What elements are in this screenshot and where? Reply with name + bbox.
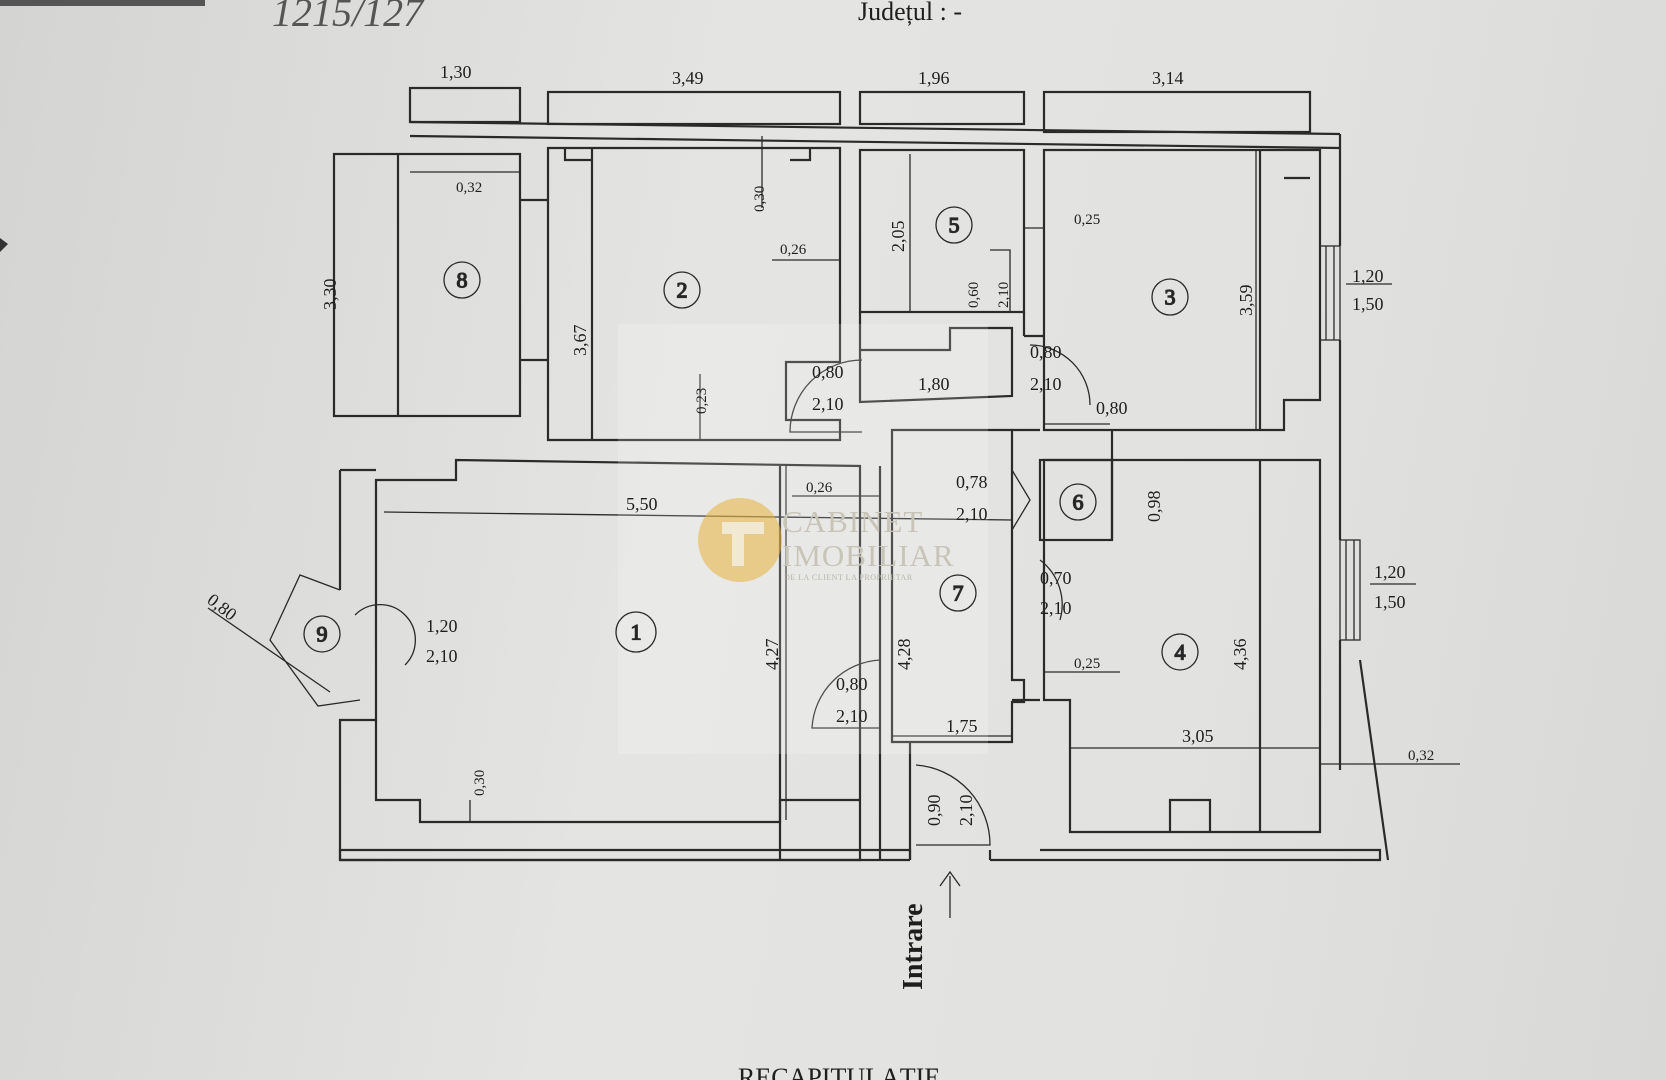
dim-main-door-h: 2,10	[956, 795, 976, 827]
dim-win4-w: 1,20	[1374, 562, 1406, 582]
dimension-labels: 1,30 3,49 1,96 3,14 3,30 0,32 3,67 0,30 …	[204, 62, 1435, 826]
watermark-brand-line2: IMOBILIAR	[782, 538, 955, 573]
watermark-panel	[618, 324, 988, 754]
header-clipped-text	[0, 0, 205, 6]
dim-r5-door-w: 0,60	[966, 282, 982, 308]
dim-door2-w: 0,80	[812, 362, 844, 382]
wall-top-8	[408, 86, 522, 124]
room-3-outline	[1042, 148, 1322, 432]
dim-door4-h: 2,10	[1040, 598, 1072, 618]
wall-long-line-1	[409, 120, 1341, 136]
room-label-7: 7	[953, 581, 964, 606]
wall-long-line-2	[409, 134, 1341, 150]
door-3-swing	[1029, 344, 1091, 406]
dim-r4-outer-wall: 0,32	[1408, 748, 1434, 764]
dim-r7-width: 1,75	[946, 716, 978, 736]
dim-r4-height: 4,36	[1230, 639, 1250, 671]
dim-r4-width: 3,05	[1182, 726, 1214, 746]
room-label-8: 8	[457, 268, 468, 293]
dim-top-5: 1,96	[918, 68, 950, 88]
dim-r3-wall: 0,25	[1074, 212, 1100, 228]
room-label-9: 9	[317, 622, 328, 647]
room-label-1: 1	[631, 620, 642, 645]
hall-upper-outline	[858, 326, 1014, 404]
dim-hall-width: 1,80	[918, 374, 950, 394]
dimension-lines	[383, 136, 1460, 918]
wall-top-5	[858, 90, 1026, 126]
room-7-outline	[890, 428, 1026, 744]
dim-r1-height: 4,27	[762, 639, 782, 671]
room-1-outline	[338, 458, 862, 862]
room-8-outline	[332, 152, 522, 418]
dim-win3-h: 1,50	[1352, 294, 1384, 314]
entrance-label: Intrare	[898, 903, 929, 990]
dim-main-door-w: 0,90	[924, 795, 944, 827]
dim-door3-w: 0,80	[1030, 342, 1062, 362]
dim-door1-h: 2,10	[836, 706, 868, 726]
county-label: Județul : -	[858, 0, 962, 26]
room-4-outline	[1042, 458, 1322, 834]
room-2-outline	[546, 146, 842, 442]
dim-r2-wall-top: 0,30	[752, 186, 768, 212]
dim-r2-wall-right: 0,26	[780, 242, 807, 258]
dim-r7-height: 4,28	[894, 639, 914, 671]
door-1-swing	[811, 659, 881, 729]
dim-door6-h: 2,10	[956, 504, 988, 524]
door-2-swing	[789, 359, 863, 433]
room-label-2: 2	[677, 278, 688, 303]
dim-r8-wall: 0,32	[456, 180, 482, 196]
margin-mark	[0, 238, 8, 252]
dim-door2-h: 2,10	[812, 394, 844, 414]
door-6-swing	[1011, 469, 1031, 531]
handwritten-note: 1215/127	[272, 0, 425, 35]
dim-door3-h: 2,10	[1030, 374, 1062, 394]
dim-r8-height: 3,30	[320, 279, 340, 311]
dim-balcony-door-w: 1,20	[426, 616, 458, 636]
dim-r5-height: 2,05	[888, 221, 908, 253]
dim-r2-height: 3,67	[570, 325, 590, 357]
room-label-4: 4	[1175, 640, 1186, 665]
room-label-5: 5	[949, 213, 960, 238]
dim-top-2: 3,49	[672, 68, 704, 88]
watermark-tagline: DE LA CLIENT LA PROPRIETAR	[784, 573, 913, 582]
dim-r1-wall-bottom: 0,30	[472, 770, 488, 796]
dim-r6-height: 0,98	[1144, 491, 1164, 523]
room-label-6: 6	[1073, 490, 1084, 515]
dim-door4-w: 0,70	[1040, 568, 1072, 588]
dim-r3-door-gap: 0,80	[1096, 398, 1128, 418]
window-room-3	[1319, 245, 1341, 341]
dim-balcony-door-h: 2,10	[426, 646, 458, 666]
dim-top-8: 1,30	[440, 62, 472, 82]
room-5-outline	[858, 148, 1026, 314]
room-label-3: 3	[1165, 285, 1176, 310]
dim-top-3: 3,14	[1152, 68, 1184, 88]
dim-door6-w: 0,78	[956, 472, 988, 492]
door-swings	[207, 249, 1091, 846]
dim-door1-w: 0,80	[836, 674, 868, 694]
dim-r4-wall: 0,25	[1074, 656, 1100, 672]
dim-win3-w: 1,20	[1352, 266, 1384, 286]
dim-win4-h: 1,50	[1374, 592, 1406, 612]
door-4-swing	[1039, 559, 1063, 621]
dim-r1-width: 5,50	[626, 494, 658, 514]
room-labels: 8 2 5 3 6 7 1 4 9	[303, 206, 1199, 671]
dim-r2-wall-bottom: 0,23	[694, 388, 710, 414]
dim-balcony-diag: 0,80	[204, 589, 241, 624]
wall-top-3	[1042, 90, 1312, 134]
wall-top-2	[546, 90, 842, 126]
balcony-door-swing	[269, 574, 361, 707]
main-door-swing	[915, 764, 991, 846]
dim-r5-door-h: 2,10	[996, 282, 1012, 308]
watermark-brand-line1: CABINET	[782, 504, 923, 539]
watermark: CABINET IMOBILIAR DE LA CLIENT LA PROPRI…	[618, 324, 988, 754]
dim-r1-wall-right: 0,26	[806, 480, 833, 496]
window-room-4	[1339, 539, 1361, 641]
door-5-swing	[990, 249, 1011, 312]
bottom-heading: RECAPITULAȚIE	[738, 1063, 940, 1080]
dim-r3-height: 3,59	[1236, 285, 1256, 317]
